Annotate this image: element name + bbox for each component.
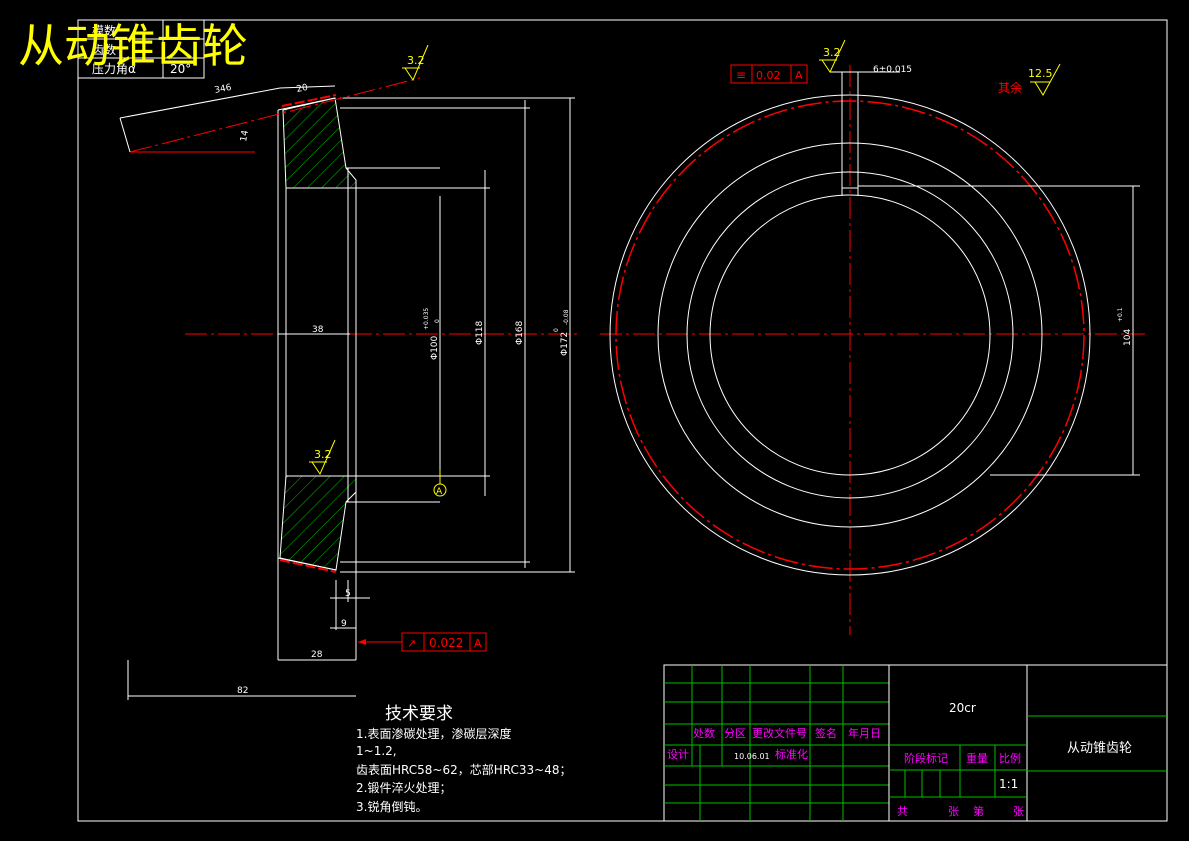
col-zone: 分区 xyxy=(724,727,746,740)
svg-text:↗: ↗ xyxy=(407,637,416,650)
svg-text:A: A xyxy=(474,637,482,650)
symmetry-tolerance-frame: ≡ 0.02 A xyxy=(730,64,808,84)
roughness-inner-symbol: 3.2 xyxy=(309,439,336,476)
tech-req-line-3: 齿表面HRC58~62，芯部HRC33~48； xyxy=(356,762,571,777)
front-view: 6±0.015 104 +0.1 3.2 ≡ 0.02 A 其余 12.5 xyxy=(600,39,1145,635)
svg-text:0.022: 0.022 xyxy=(429,636,463,650)
weight-label: 重量 xyxy=(966,751,988,765)
teeth-label: 齿数 xyxy=(92,42,116,57)
drawing-title: 从动锥齿轮 xyxy=(18,19,248,73)
svg-text:≡: ≡ xyxy=(736,68,746,82)
part-name: 从动锥齿轮 xyxy=(1067,741,1132,756)
design-date: 10.06.01 xyxy=(734,752,770,761)
dim-38: 38 xyxy=(312,325,324,335)
circle-168 xyxy=(657,142,1043,528)
title-block: 20cr 从动锥齿轮 处数 分区 更改文件号 签名 年月日 设计 10.06.0… xyxy=(663,664,1168,822)
dim-phi172-tol-up: 0 xyxy=(553,328,560,332)
drawing-frame xyxy=(77,19,1168,822)
dim-phi100-tol-up: +0.035 xyxy=(423,308,430,330)
outer-circle xyxy=(609,94,1091,576)
svg-text:3.2: 3.2 xyxy=(823,46,841,59)
dim-phi118: Φ118 xyxy=(475,320,485,345)
lower-section-hatch xyxy=(279,475,357,571)
total-label: 共 xyxy=(897,805,908,818)
dim-28: 28 xyxy=(311,650,323,660)
pressure-angle-label: 压力角α xyxy=(92,62,136,76)
upper-section-hatch xyxy=(282,97,357,189)
dim-82: 82 xyxy=(237,686,248,696)
design-label: 设计 xyxy=(667,748,689,761)
roughness-rest-symbol: 其余 12.5 xyxy=(998,63,1061,96)
dim-phi172-tol-low: -0.08 xyxy=(563,309,570,325)
datum-a-marker: A xyxy=(433,470,447,497)
parameter-table: 模数 齿数 压力角α 20° xyxy=(77,19,205,79)
col-doc: 更改文件号 xyxy=(752,726,807,740)
svg-text:3.2: 3.2 xyxy=(314,448,332,461)
technical-requirements: 技术要求 1.表面渗碳处理，渗碳层深度 1~1.2, 齿表面HRC58~62，芯… xyxy=(356,704,571,814)
dim-20: 20 xyxy=(296,83,309,95)
svg-text:0.02: 0.02 xyxy=(756,69,781,82)
dim-key-depth-tol: +0.1 xyxy=(1117,307,1124,322)
dim-phi100: Φ100 xyxy=(430,335,440,360)
tech-req-heading: 技术要求 xyxy=(385,704,453,724)
pressure-angle-value: 20° xyxy=(170,62,191,76)
col-count: 处数 xyxy=(693,727,715,740)
dim-9: 9 xyxy=(341,619,347,629)
dim-phi172: Φ172 xyxy=(560,332,570,356)
page-label: 第 xyxy=(973,804,984,818)
roughness-top-symbol: 3.2 xyxy=(402,44,429,82)
tech-req-line-5: 3.锐角倒钝。 xyxy=(356,800,427,814)
module-label: 模数 xyxy=(92,23,116,38)
standardize-label: 标准化 xyxy=(775,747,808,761)
material: 20cr xyxy=(949,701,976,715)
scale-label: 比例 xyxy=(999,751,1021,765)
col-date: 年月日 xyxy=(848,726,881,740)
svg-text:3.2: 3.2 xyxy=(407,54,425,67)
stage-label: 阶段标记 xyxy=(904,751,948,765)
sheet2-label: 张 xyxy=(1013,805,1024,818)
svg-text:其余: 其余 xyxy=(998,80,1022,95)
sheets-label: 张 xyxy=(948,805,959,818)
tech-req-line-1: 1.表面渗碳处理，渗碳层深度 xyxy=(356,726,511,741)
tech-req-line-4: 2.锻件淬火处理； xyxy=(356,780,451,795)
col-sign: 签名 xyxy=(815,726,837,740)
scale-value: 1:1 xyxy=(999,777,1018,791)
svg-text:A: A xyxy=(795,69,803,82)
dim-key-depth: 104 xyxy=(1123,329,1133,346)
pitch-circle xyxy=(615,100,1085,570)
dim-phi168: Φ168 xyxy=(515,320,525,345)
dim-346: 346 xyxy=(214,83,233,96)
tech-req-line-2: 1~1.2, xyxy=(356,744,397,758)
dim-14: 14 xyxy=(239,129,251,142)
keyway xyxy=(841,187,859,196)
dim-phi100-tol-low: 0 xyxy=(434,319,441,323)
roughness-keyway-symbol: 3.2 xyxy=(819,39,846,74)
bore-circle xyxy=(709,194,991,476)
svg-text:12.5: 12.5 xyxy=(1028,67,1053,80)
dim-key-width: 6±0.015 xyxy=(873,65,912,75)
dim-5: 5 xyxy=(345,589,351,599)
section-view: 346 20 14 38 5 9 28 82 Φ100 +0.035 0 Φ11… xyxy=(119,44,580,700)
svg-text:A: A xyxy=(436,487,443,497)
runout-tolerance-frame: ↗ 0.022 A xyxy=(358,632,487,652)
circle-118 xyxy=(686,171,1014,499)
